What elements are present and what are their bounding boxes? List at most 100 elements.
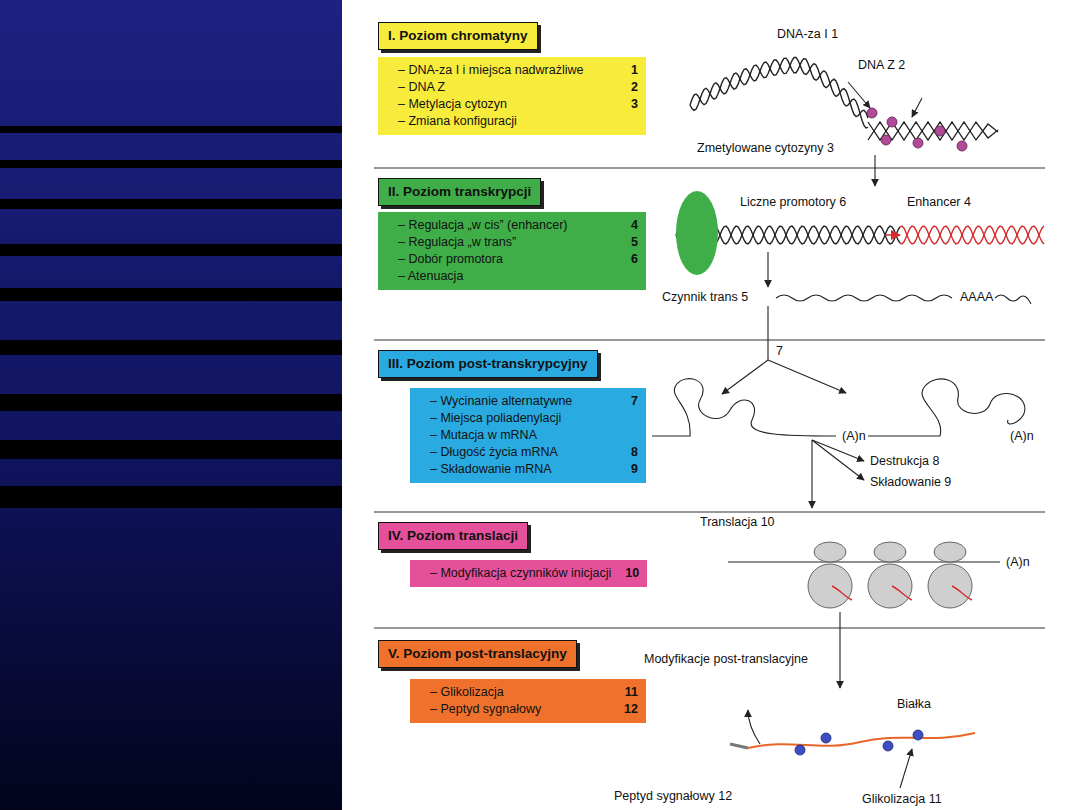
level-list: – Modyfikacja czynników inicjacji 10 [410, 560, 647, 587]
methylated-cytosines [867, 108, 967, 151]
callout-number: 12 [624, 701, 638, 718]
list-row: – Regulacja „w trans” 5 [398, 234, 638, 251]
list-row: – Składowanie mRNA 9 [430, 461, 638, 478]
ribosomes [808, 542, 972, 608]
diagram-label: Destrukcja 8 [868, 454, 941, 469]
flow-arrows [652, 252, 1031, 788]
list-item: – Wycinanie alternatywne [430, 393, 572, 410]
leader-arrows [848, 82, 922, 186]
level-list: – Regulacja „w cis” (enhancer)4– Regulac… [378, 212, 646, 290]
dna-helices [676, 58, 1044, 244]
helix-strand [900, 226, 1044, 244]
panel-stripe [0, 394, 342, 411]
list-row: – Zmiana konfiguracji [398, 113, 638, 130]
diagram-label: DNA Z 2 [856, 58, 907, 73]
glycans [795, 730, 923, 755]
level-title: I. Poziom chromatyny [388, 28, 528, 43]
list-row: – Długość życia mRNA 8 [430, 444, 638, 461]
diagram-label: Glikolizacja 11 [860, 792, 944, 807]
list-item: – Atenuacja [398, 268, 463, 285]
diagram-label: (A)n [1008, 429, 1036, 444]
diagram-label: Białka [895, 697, 933, 712]
list-item: – Regulacja „w trans” [398, 234, 516, 251]
list-row: – Mutacja w mRNA [430, 427, 638, 444]
diagram-label: (A)n [840, 429, 868, 444]
diagram-label: Zmetylowane cytozyny 3 [695, 141, 836, 156]
level-title: III. Poziom post-transkrypcyjny [388, 356, 588, 371]
nascent-peptides [832, 586, 972, 600]
level-heading: II. Poziom transkrypcji [378, 178, 541, 206]
list-row: – Modyfikacja czynników inicjacji 10 [430, 565, 639, 582]
list-item: – Długość życia mRNA [430, 444, 558, 461]
list-item: – DNA Z [398, 79, 445, 96]
list-row: – Metylacja cytozyn 3 [398, 96, 638, 113]
list-item: – Peptyd sygnałowy [430, 701, 541, 718]
level-title: II. Poziom transkrypcji [388, 184, 531, 199]
diagram-label: Peptyd sygnałowy 12 [612, 789, 734, 804]
level-heading: I. Poziom chromatyny [378, 22, 538, 50]
level-heading: V. Poziom post-translacyjny [378, 640, 577, 668]
callout-number: 6 [631, 251, 638, 268]
panel-stripe [0, 340, 342, 355]
diagram-label: Liczne promotory 6 [738, 195, 848, 210]
section-dividers [374, 168, 1045, 628]
callout-number: 10 [625, 565, 639, 582]
level-heading: III. Poziom post-transkrypcyjny [378, 350, 598, 378]
panel-stripe [0, 486, 342, 508]
callout-number: 9 [631, 461, 638, 478]
diagram-label: Modyfikacje post-translacyjne [642, 652, 810, 667]
list-item: – Modyfikacja czynników inicjacji [430, 565, 611, 582]
helix-strand [900, 226, 1044, 244]
callout-number: 2 [631, 79, 638, 96]
level-list: – Wycinanie alternatywne 7– Miejsca polia… [410, 388, 646, 483]
level-heading: IV. Poziom translacji [378, 522, 528, 550]
helix-strand [690, 58, 868, 128]
list-row: – Peptyd sygnałowy 12 [430, 701, 638, 718]
callout-number: 5 [631, 234, 638, 251]
list-row: – DNA-za I i miejsca nadwrażliwe 1 [398, 62, 638, 79]
list-item: – Metylacja cytozyn [398, 96, 507, 113]
list-row: – Atenuacja [398, 268, 638, 285]
list-item: – Mutacja w mRNA [430, 427, 537, 444]
callout-number: 7 [631, 393, 638, 410]
callout-number: 1 [631, 62, 638, 79]
callout-number: 4 [631, 217, 638, 234]
panel-stripe [0, 199, 342, 209]
diagram-label: DNA-za I 1 [775, 27, 840, 42]
signal-peptide [730, 744, 748, 748]
panel-stripes [0, 126, 342, 508]
level-list: – DNA-za I i miejsca nadwrażliwe1– DNA Z… [378, 57, 646, 135]
diagram-label: Translacja 10 [698, 515, 777, 530]
polymerase [676, 191, 718, 275]
panel-stripe [0, 160, 342, 168]
list-item: – Dobór promotora [398, 251, 503, 268]
protein-chain [748, 733, 975, 748]
list-row: – Wycinanie alternatywne 7 [430, 393, 638, 410]
diagram-label: Enhancer 4 [905, 195, 973, 210]
level-title: V. Poziom post-translacyjny [388, 646, 567, 661]
panel-stripe [0, 126, 342, 133]
panel-stripe [0, 288, 342, 301]
side-panel [0, 0, 342, 810]
diagram-label: (A)n [1004, 555, 1032, 570]
list-item: – Regulacja „w cis” (enhancer) [398, 217, 568, 234]
callout-number: 8 [631, 444, 638, 461]
level-list: – Glikolizacja 11 – Peptyd sygnałowy 12 [410, 679, 646, 723]
list-item: – Składowanie mRNA [430, 461, 552, 478]
panel-stripe [0, 244, 342, 256]
list-row: – DNA Z 2 [398, 79, 638, 96]
diagram-label: AAAA [958, 290, 995, 305]
helix-strand [690, 58, 868, 118]
diagram-label: 7 [774, 344, 785, 359]
diagram-label: Czynnik trans 5 [660, 290, 750, 305]
list-row: – Regulacja „w cis” (enhancer) 4 [398, 217, 638, 234]
level-title: IV. Poziom translacji [388, 528, 518, 543]
list-row: – Miejsca poliadenylacji [430, 410, 638, 427]
callout-number: 3 [631, 96, 638, 113]
list-row: – Dobór promotora 6 [398, 251, 638, 268]
enhancer-arrow [885, 234, 900, 236]
list-item: – Glikolizacja [430, 684, 504, 701]
callout-number: 11 [625, 684, 638, 701]
list-item: – DNA-za I i miejsca nadwrażliwe [398, 62, 583, 79]
